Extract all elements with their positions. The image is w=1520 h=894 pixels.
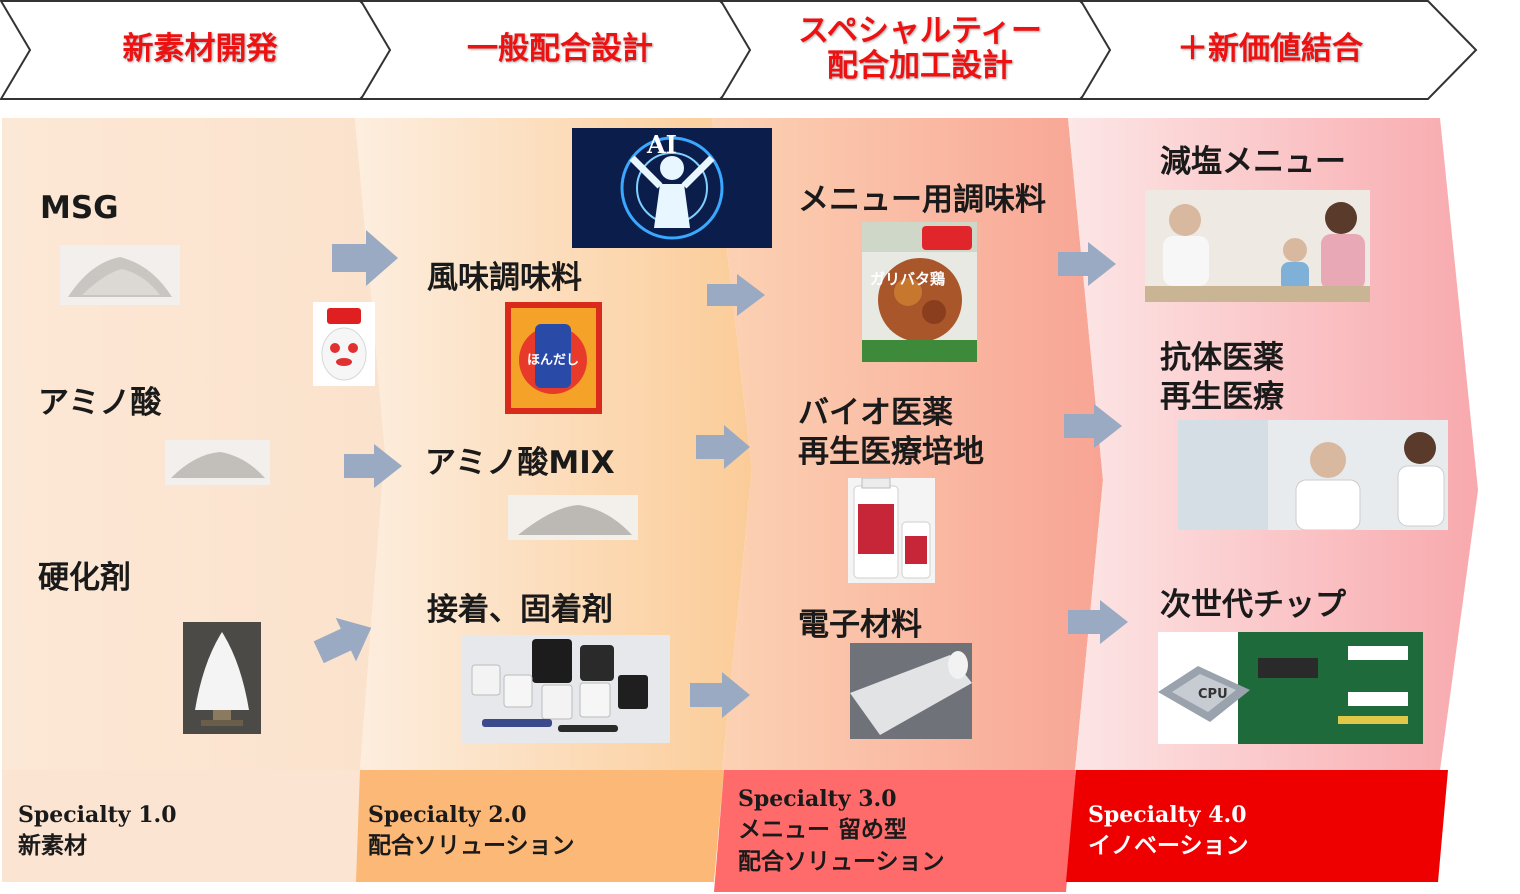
hondashi-box-image: ほんだし	[505, 302, 602, 414]
specialty-3-subtitle-line2: 配合ソリューション	[738, 849, 945, 875]
arrow-right-icon	[696, 425, 750, 469]
header-step-1: 新素材開発	[0, 0, 420, 102]
item-regenerative-medicine: 再生医療	[1160, 379, 1284, 415]
item-adhesive: 接着、固着剤	[427, 592, 613, 628]
cpu-text: CPU	[1198, 687, 1228, 702]
doctor-nurse-image	[1178, 420, 1448, 530]
culture-medium-bottles-image	[848, 478, 935, 583]
specialty-3-subtitle-line1: メニュー 留め型	[738, 817, 908, 843]
header-step-2-label: 一般配合設計	[467, 30, 653, 67]
seasoning-shaker-image	[313, 302, 375, 386]
specialty-4: Specialty 4.0 イノベーション	[1088, 800, 1249, 862]
item-biopharma: バイオ医薬	[798, 395, 953, 431]
arrow-right-icon	[1068, 600, 1128, 644]
header-step-2: 一般配合設計	[360, 0, 780, 102]
garibata-package-image: ガリバタ鶏	[862, 222, 977, 362]
specialty-4-subtitle: イノベーション	[1088, 833, 1249, 859]
arrow-right-icon	[344, 444, 402, 488]
ai-badge: AI	[646, 130, 677, 159]
specialty-bar-shapes	[2, 770, 1448, 892]
item-electronic-material: 電子材料	[798, 607, 922, 643]
item-antibody-drug: 抗体医薬	[1160, 340, 1284, 376]
item-amino-acid: アミノ酸	[38, 385, 162, 421]
header-step-3-label: スペシャルティー 配合加工設計	[798, 13, 1042, 84]
specialty-3: Specialty 3.0 メニュー 留め型 配合ソリューション	[738, 784, 945, 878]
arrow-right-icon	[332, 230, 398, 286]
header-step-3: スペシャルティー 配合加工設計	[720, 0, 1140, 102]
arrow-right-icon	[690, 672, 750, 718]
arrow-right-icon	[1058, 242, 1116, 286]
electronic-film-roll-image	[850, 643, 972, 739]
stage-3-background	[712, 118, 1103, 770]
specialty-2-subtitle: 配合ソリューション	[368, 833, 575, 859]
amino-acid-powder-image	[165, 440, 270, 485]
hondashi-text: ほんだし	[527, 353, 579, 368]
arrow-right-icon	[313, 617, 372, 664]
specialty-1-version: Specialty 1.0	[18, 802, 177, 828]
amino-mix-powder-image	[508, 495, 638, 540]
arrow-right-icon	[1064, 404, 1122, 448]
specialty-4-version: Specialty 4.0	[1088, 802, 1247, 828]
item-menu-seasoning: メニュー用調味料	[798, 182, 1046, 218]
garibata-text: ガリバタ鶏	[870, 270, 945, 288]
item-flavor-seasoning: 風味調味料	[427, 260, 582, 296]
item-regen-medium: 再生医療培地	[798, 434, 984, 470]
arrow-right-icon	[707, 274, 765, 316]
specialty-2: Specialty 2.0 配合ソリューション	[368, 800, 575, 862]
specialty-1-subtitle: 新素材	[18, 833, 87, 859]
specialty-4-bar	[1066, 770, 1448, 882]
specialty-3-bar	[714, 770, 1076, 892]
hardener-flask-image	[183, 622, 261, 734]
chevron-shape	[1080, 0, 1478, 100]
adhesive-products-image	[462, 635, 670, 743]
specialty-3-version: Specialty 3.0	[738, 786, 897, 812]
header-step-4-label: ＋新価値結合	[1177, 30, 1363, 67]
header-step-1-label: 新素材開発	[122, 30, 278, 67]
item-low-salt-menu: 減塩メニュー	[1160, 144, 1346, 180]
item-next-gen-chip: 次世代チップ	[1160, 587, 1346, 623]
item-amino-acid-mix: アミノ酸MIX	[425, 445, 615, 481]
family-dining-image	[1145, 190, 1370, 302]
specialty-1-bar	[2, 770, 360, 882]
msg-powder-image	[60, 245, 180, 305]
item-msg: MSG	[40, 190, 119, 226]
specialty-2-bar	[356, 770, 724, 882]
cpu-chip-board-image: CPU	[1158, 632, 1423, 744]
stage-2-background	[355, 118, 752, 770]
header-step-4: ＋新価値結合	[1080, 0, 1480, 102]
item-hardener: 硬化剤	[38, 560, 131, 596]
ai-robot-image: AI	[572, 128, 772, 248]
specialty-1: Specialty 1.0 新素材	[18, 800, 177, 862]
specialty-2-version: Specialty 2.0	[368, 802, 527, 828]
